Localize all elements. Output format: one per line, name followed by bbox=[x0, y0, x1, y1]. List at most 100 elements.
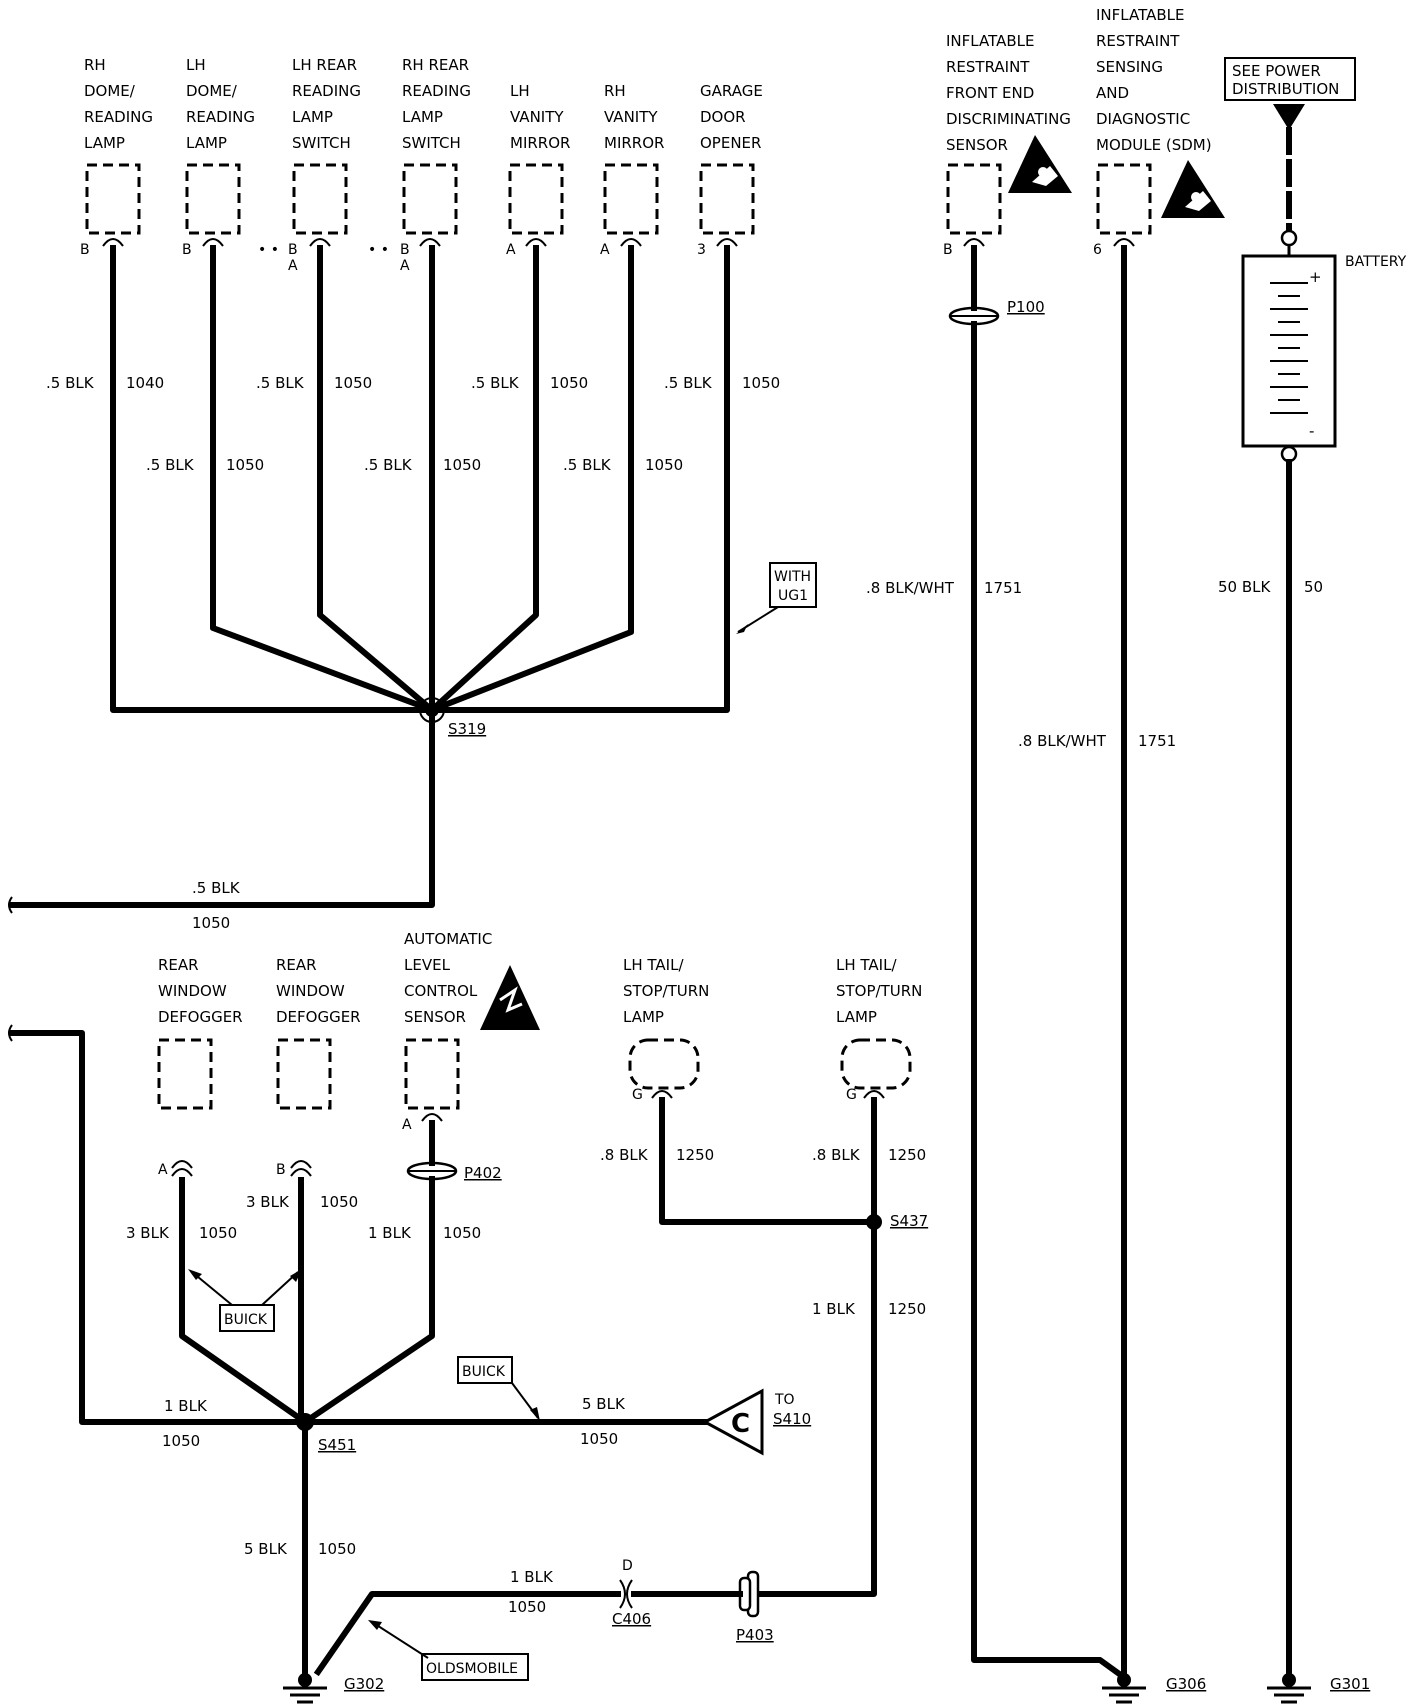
svg-text:1 BLK: 1 BLK bbox=[510, 1568, 554, 1586]
svg-text:G: G bbox=[846, 1087, 857, 1103]
rh-dome-reading-lamp: RH DOME/ READING LAMP B bbox=[80, 56, 153, 258]
svg-text:BUICK: BUICK bbox=[462, 1364, 506, 1380]
svg-text:1751: 1751 bbox=[984, 579, 1022, 597]
svg-text:WITH: WITH bbox=[774, 569, 811, 585]
svg-text:1050: 1050 bbox=[320, 1193, 358, 1211]
svg-text:B: B bbox=[400, 242, 410, 258]
svg-text:50 BLK: 50 BLK bbox=[1218, 578, 1272, 596]
connector-p402: P402 bbox=[406, 1161, 502, 1182]
svg-text:.8 BLK: .8 BLK bbox=[812, 1146, 861, 1164]
garage-door-opener: GARAGE DOOR OPENER 3 bbox=[697, 82, 763, 258]
svg-text:.8 BLK: .8 BLK bbox=[600, 1146, 649, 1164]
svg-text:WINDOW: WINDOW bbox=[276, 982, 345, 1000]
svg-text:LAMP: LAMP bbox=[623, 1008, 664, 1026]
label-line: RH bbox=[84, 56, 106, 74]
svg-text:1 BLK: 1 BLK bbox=[812, 1300, 856, 1318]
connector-c406: D C406 bbox=[612, 1558, 651, 1628]
s451-wire-harness bbox=[8, 1024, 708, 1681]
oldsmobile-callout: OLDSMOBILE bbox=[368, 1620, 529, 1681]
svg-text:REAR: REAR bbox=[158, 956, 199, 974]
svg-text:LH: LH bbox=[510, 82, 530, 100]
svg-text:AUTOMATIC: AUTOMATIC bbox=[404, 930, 492, 948]
svg-text:SENSOR: SENSOR bbox=[946, 136, 1008, 154]
rh-vanity-mirror: RH VANITY MIRROR A bbox=[600, 82, 664, 258]
svg-text:1050: 1050 bbox=[508, 1598, 546, 1616]
with-ug1-callout: WITH UG1 bbox=[736, 562, 817, 634]
svg-text:DISCRIMINATING: DISCRIMINATING bbox=[946, 110, 1071, 128]
ground-g302: G302 bbox=[283, 1673, 384, 1704]
rear-window-defogger-1: REAR WINDOW DEFOGGER A bbox=[157, 956, 243, 1178]
svg-text:SENSING: SENSING bbox=[1096, 58, 1163, 76]
svg-text:A: A bbox=[402, 1117, 412, 1133]
svg-text:B: B bbox=[943, 242, 953, 258]
svg-text:.5 BLK: .5 BLK bbox=[146, 456, 195, 474]
airbag-warning-icon bbox=[1161, 160, 1225, 218]
svg-text:.5 BLK: .5 BLK bbox=[364, 456, 413, 474]
svg-text:STOP/TURN: STOP/TURN bbox=[836, 982, 922, 1000]
svg-text:G: G bbox=[632, 1087, 643, 1103]
svg-text:OPENER: OPENER bbox=[700, 134, 761, 152]
svg-text:LH TAIL/: LH TAIL/ bbox=[623, 956, 684, 974]
electrostatic-warning-icon bbox=[480, 965, 540, 1030]
svg-text:• •: • • bbox=[368, 242, 389, 258]
svg-text:1050: 1050 bbox=[334, 374, 372, 392]
svg-text:VANITY: VANITY bbox=[510, 108, 564, 126]
lh-tail-stop-turn-lamp-2: LH TAIL/ STOP/TURN LAMP G bbox=[836, 956, 922, 1103]
svg-text:BATTERY: BATTERY bbox=[1345, 254, 1407, 270]
svg-text:DIAGNOSTIC: DIAGNOSTIC bbox=[1096, 110, 1190, 128]
svg-text:1050: 1050 bbox=[192, 914, 230, 932]
svg-text:LH: LH bbox=[186, 56, 206, 74]
svg-text:1 BLK: 1 BLK bbox=[368, 1224, 412, 1242]
svg-text:3 BLK: 3 BLK bbox=[126, 1224, 170, 1242]
s437-wire-harness bbox=[659, 1097, 882, 1597]
svg-text:1050: 1050 bbox=[443, 1224, 481, 1242]
svg-text:BUICK: BUICK bbox=[224, 1312, 268, 1328]
svg-text:AND: AND bbox=[1096, 84, 1129, 102]
svg-text:MIRROR: MIRROR bbox=[510, 134, 570, 152]
svg-text:READING: READING bbox=[402, 82, 471, 100]
splice-s319-dot bbox=[425, 703, 439, 717]
svg-text:LH REAR: LH REAR bbox=[292, 56, 357, 74]
svg-text:UG1: UG1 bbox=[778, 588, 808, 604]
automatic-level-control-sensor: AUTOMATIC LEVEL CONTROL SENSOR A bbox=[402, 930, 540, 1133]
svg-text:1050: 1050 bbox=[162, 1432, 200, 1450]
svg-text:LAMP: LAMP bbox=[836, 1008, 877, 1026]
svg-text:RH: RH bbox=[604, 82, 626, 100]
svg-text:3: 3 bbox=[697, 242, 706, 258]
svg-text:GARAGE: GARAGE bbox=[700, 82, 763, 100]
svg-text:.5 BLK: .5 BLK bbox=[563, 456, 612, 474]
svg-text:1751: 1751 bbox=[1138, 732, 1176, 750]
svg-text:DEFOGGER: DEFOGGER bbox=[158, 1008, 243, 1026]
svg-text:DOME/: DOME/ bbox=[84, 82, 136, 100]
svg-text:B: B bbox=[182, 242, 192, 258]
svg-text:P403: P403 bbox=[736, 1626, 774, 1644]
svg-text:1050: 1050 bbox=[550, 374, 588, 392]
svg-text:A: A bbox=[600, 242, 610, 258]
svg-text:6: 6 bbox=[1093, 242, 1102, 258]
lh-vanity-mirror: LH VANITY MIRROR A bbox=[506, 82, 570, 258]
svg-text:1050: 1050 bbox=[443, 456, 481, 474]
svg-text:TO: TO bbox=[774, 1392, 795, 1408]
svg-text:S451: S451 bbox=[318, 1436, 356, 1454]
svg-text:B: B bbox=[276, 1162, 286, 1178]
svg-text:READING: READING bbox=[186, 108, 255, 126]
lh-tail-stop-turn-lamp-1: LH TAIL/ STOP/TURN LAMP G bbox=[623, 956, 709, 1103]
svg-text:LAMP: LAMP bbox=[84, 134, 125, 152]
splice-s319-label: S319 bbox=[448, 720, 486, 738]
svg-text:SENSOR: SENSOR bbox=[404, 1008, 466, 1026]
svg-text:1050: 1050 bbox=[226, 456, 264, 474]
svg-text:LAMP: LAMP bbox=[186, 134, 227, 152]
svg-text:CONTROL: CONTROL bbox=[404, 982, 478, 1000]
svg-text:G301: G301 bbox=[1330, 1675, 1370, 1693]
svg-text:INFLATABLE: INFLATABLE bbox=[946, 32, 1034, 50]
svg-text:FRONT END: FRONT END bbox=[946, 84, 1034, 102]
svg-text:1250: 1250 bbox=[888, 1146, 926, 1164]
svg-text:5 BLK: 5 BLK bbox=[244, 1540, 288, 1558]
svg-text:1050: 1050 bbox=[645, 456, 683, 474]
s319-wire-harness bbox=[8, 245, 730, 914]
svg-text:C406: C406 bbox=[612, 1610, 651, 1628]
svg-text:RH: RH bbox=[84, 56, 106, 74]
ground-g306: G306 bbox=[1102, 1673, 1206, 1704]
rear-window-defogger-2: REAR WINDOW DEFOGGER B bbox=[276, 956, 361, 1178]
